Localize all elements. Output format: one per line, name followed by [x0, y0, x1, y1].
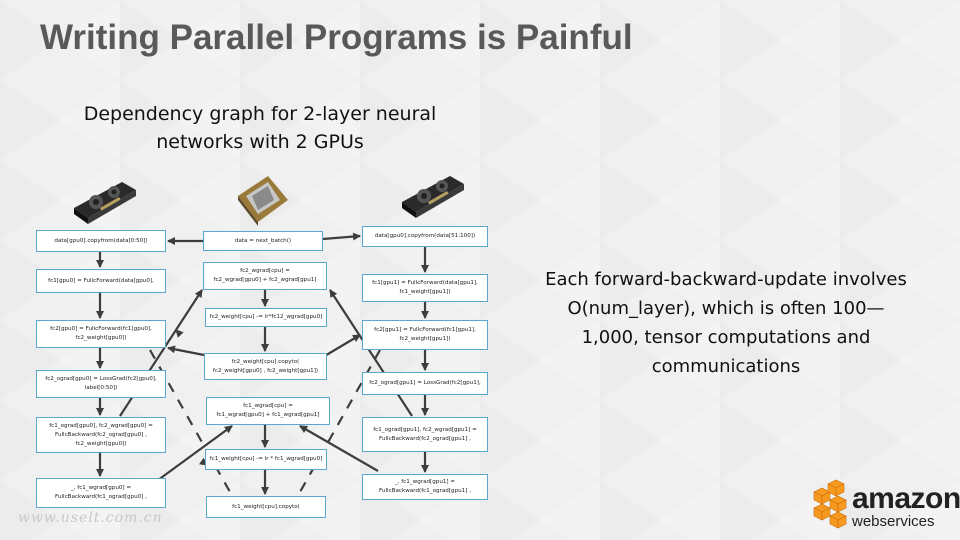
node-text: fc1_wgrad[cpu] = [243, 403, 293, 409]
node-text: FullcBackward(fc1_ograd[gpu1] , [379, 488, 471, 494]
node-text: fc2_weight[gpu0]) [75, 440, 127, 447]
node-fc2-weight-copy: fc2_weight[cpu].copyto( fc2_weight[gpu0]… [204, 353, 327, 380]
slide-title: Writing Parallel Programs is Painful [40, 18, 633, 57]
node-text: fc2[gpu1] = FullcForward(fc1[gpu1], [374, 327, 476, 333]
node-fc1-gpu0: fc1[gpu0] = FullcForward(data[gpu0], [36, 269, 166, 293]
node-text: data[gpu0].copyfrom(data[0:50]) [54, 237, 148, 244]
node-fc1-gpu1: fc1[gpu1] = FullcForward(data[gpu1], fc1… [362, 274, 488, 302]
node-text: fc1_wgrad[gpu0] + fc1_wgrad[gpu1] [216, 412, 320, 418]
node-text: fc2_weight[gpu0]) [75, 335, 127, 341]
node-fc1-wgrad-gpu1: _, fc1_wgrad[gpu1] = FullcBackward(fc1_o… [362, 474, 488, 500]
node-text: fc2_ograd[gpu0] = LossGrad(fc2[gpu0], [45, 376, 157, 382]
node-fc1-weight-update: fc1_weight[cpu] -= lr * fc1_wgrad[gpu0] [205, 449, 327, 470]
node-fc1-wgrad-gpu0: _, fc1_wgrad[gpu0] = FullcBackward(fc1_o… [36, 478, 166, 508]
watermark-text: www.uselt.com.cn [18, 510, 163, 526]
node-text: fc1[gpu0] = FullcForward(data[gpu0], [48, 277, 154, 284]
node-text: fc2_weight[gpu0] , fc2_weight[gpu1]) [212, 367, 319, 374]
node-text: FullcBackward(fc1_ograd[gpu0] , [55, 494, 147, 500]
node-text: _, fc1_wgrad[gpu1] = [394, 479, 456, 485]
node-fc1-wgrad-cpu: fc1_wgrad[cpu] = fc1_wgrad[gpu0] + fc1_w… [206, 397, 330, 425]
node-fc1-ograd-gpu0: fc1_ograd[gpu0], fc2_wgrad[gpu0] = Fullc… [36, 417, 166, 453]
cpu-chip-icon [238, 176, 288, 226]
node-fc2-gpu0: fc2[gpu0] = FullcForward(fc1[gpu0], fc2_… [36, 320, 166, 348]
node-text: fc2_weight[cpu].copyto( [231, 358, 300, 365]
node-text: data[gpu0].copyfrom(data[51:100]) [374, 233, 476, 239]
node-text: fc1_ograd[gpu0], fc2_wgrad[gpu0] = [49, 422, 153, 429]
node-fc2-ograd-gpu1: fc2_ograd[gpu1] = LossGrad(fc2[gpu1], [362, 372, 488, 395]
node-text: fc2_wgrad[cpu] = [240, 268, 290, 274]
description-text: Each forward-backward-update involves O(… [545, 269, 907, 377]
aws-logo-cubes [813, 479, 847, 529]
node-text: label[0:50]) [84, 385, 118, 391]
node-text: fc1_weight[cpu].copyto( [232, 503, 300, 510]
node-text: fc2_weight[cpu] -= lr*fc12_wgrad[gpu0] [209, 314, 323, 320]
node-data-gpu0: data[gpu0].copyfrom(data[0:50]) [36, 230, 166, 252]
node-text: fc2[gpu0] = FullcForward(fc1[gpu0], [50, 326, 152, 332]
aws-logo-wordmark: amazon [852, 482, 960, 515]
node-fc1-ograd-gpu1: fc1_ograd[gpu1], fc2_wgrad[gpu1] = Fullc… [362, 417, 488, 452]
node-text: fc1_weight[cpu] -= lr * fc1_wgrad[gpu0] [209, 456, 323, 462]
node-text: fc1[gpu1] = FullcForward(data[gpu1], [372, 280, 478, 286]
node-fc2-ograd-gpu0: fc2_ograd[gpu0] = LossGrad(fc2[gpu0], la… [36, 370, 166, 398]
diagram-caption: Dependency graph for 2-layer neural netw… [83, 103, 437, 153]
node-text: FullcBackward(fc2_ograd[gpu0] , [55, 431, 147, 438]
node-text: fc2_weight[gpu1]) [399, 336, 451, 342]
node-text: data = next_batch() [234, 237, 292, 244]
aws-logo-subtitle: webservices [852, 513, 935, 530]
gpu-card-icon-left [74, 182, 136, 224]
node-text: fc2_wgrad[gpu0] + fc2_wgrad[gpu1] [213, 277, 317, 283]
node-text: fc1_ograd[gpu1], fc2_wgrad[gpu1] = [373, 426, 477, 433]
node-fc2-wgrad-cpu: fc2_wgrad[cpu] = fc2_wgrad[gpu0] + fc2_w… [203, 262, 327, 290]
node-data-gpu1: data[gpu0].copyfrom(data[51:100]) [362, 226, 488, 247]
node-fc2-weight-update: fc2_weight[cpu] -= lr*fc12_wgrad[gpu0] [205, 308, 327, 327]
gpu-card-icon-right [402, 176, 464, 218]
node-fc2-gpu1: fc2[gpu1] = FullcForward(fc1[gpu1], fc2_… [362, 320, 488, 350]
node-fc1-weight-copy: fc1_weight[cpu].copyto( [206, 496, 326, 518]
node-text: fc1_weight[gpu1]) [399, 289, 451, 295]
node-next-batch: data = next_batch() [203, 231, 323, 251]
node-text: FullcBackward(fc2_ograd[gpu1] , [379, 435, 471, 442]
node-text: _, fc1_wgrad[gpu0] = [70, 485, 132, 491]
node-text: fc2_ograd[gpu1] = LossGrad(fc2[gpu1], [369, 380, 481, 386]
